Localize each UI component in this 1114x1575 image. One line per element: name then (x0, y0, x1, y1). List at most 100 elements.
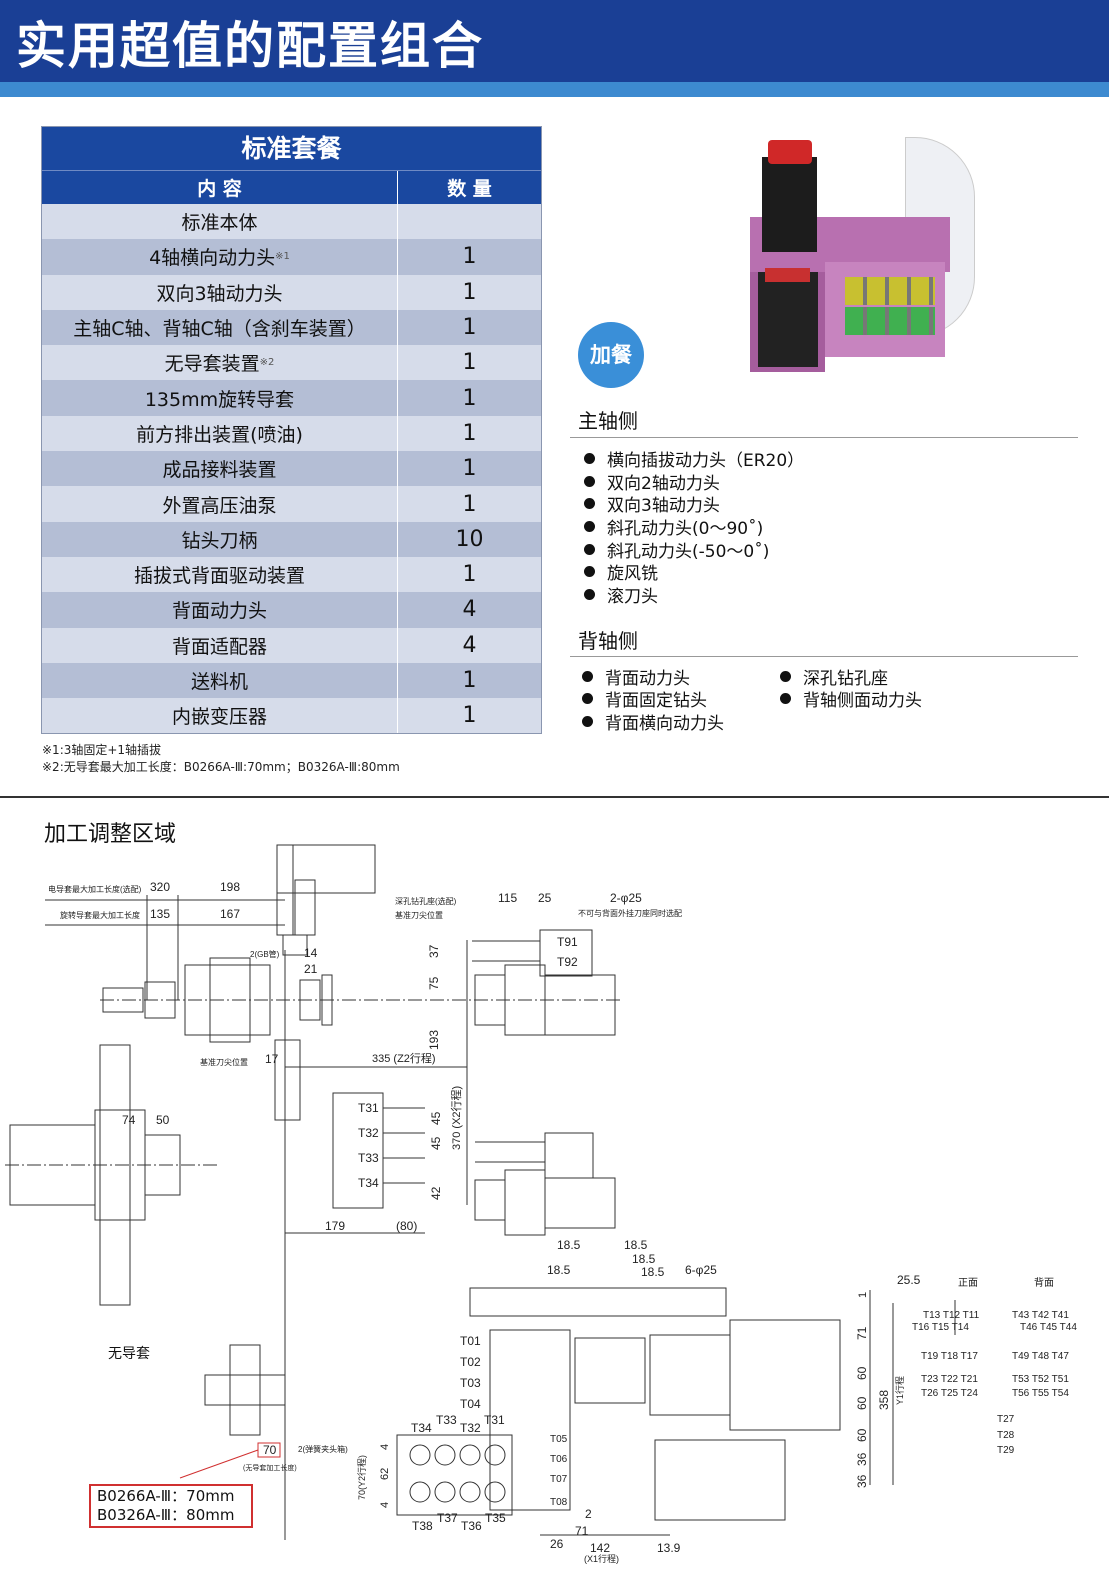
option-text: 斜孔动力头(0～90˚) (607, 518, 764, 539)
table-row: 内嵌变压器 1 (42, 698, 541, 734)
dimension-label: 70 (263, 1443, 277, 1457)
model-length-2: B0326A-Ⅲ：80mm (97, 1506, 235, 1524)
item-qty: 1 (462, 491, 477, 517)
dimension-label: (80) (396, 1219, 417, 1233)
dimension-label: T34 (358, 1176, 379, 1190)
dimension-label: 基准刀尖位置 (200, 1057, 248, 1067)
dimension-label: 基准刀尖位置 (395, 910, 443, 920)
bullet-icon (584, 520, 595, 532)
item-text: 双向3轴动力头 (156, 282, 283, 305)
table-header-row: 内 容 数 量 (42, 171, 541, 204)
item-qty: 1 (462, 703, 477, 729)
item-qty: 1 (462, 315, 477, 341)
dimension-label: 115 (498, 891, 517, 905)
item-qty: 1 (462, 350, 477, 376)
option-item: 斜孔动力头(-50～0˚) (584, 538, 804, 562)
dimension-label: T43 T42 T41 (1012, 1310, 1069, 1321)
item-text: 主轴C轴、背轴C轴（含刹车装置） (73, 318, 366, 341)
dimension-label: 167 (220, 907, 240, 921)
item-note: ※1 (275, 251, 290, 263)
dimension-label: T33 (358, 1151, 379, 1165)
bullet-icon (582, 693, 593, 705)
dimension-label: T53 T52 T51 (1012, 1374, 1069, 1385)
dimension-label: 135 (150, 907, 170, 921)
dimension-label: 75 (427, 976, 441, 990)
item-text: 外置高压油泵 (162, 494, 277, 517)
dimension-label: T32 (358, 1126, 379, 1140)
option-text: 深孔钻孔座 (803, 668, 888, 689)
page-title: 实用超值的配置组合 (16, 17, 484, 75)
dimension-label: 60 (855, 1366, 869, 1380)
dimension-label: 74 (122, 1113, 136, 1127)
item-name: 标准本体 (42, 204, 398, 240)
dimension-label: 背面 (1034, 1276, 1054, 1289)
dimension-label: T27 (997, 1414, 1015, 1425)
option-item: 旋风铣 (584, 560, 804, 585)
dimension-label: T02 (460, 1355, 481, 1369)
bullet-icon (584, 543, 595, 555)
option-text: 双向3轴动力头 (607, 496, 720, 517)
dimension-label: 142 (590, 1541, 610, 1555)
dimension-label: T91 (557, 935, 578, 949)
dimension-label: T19 T18 T17 (921, 1351, 978, 1362)
no-guide-label: 无导套 (108, 1346, 150, 1362)
bullet-icon (582, 715, 593, 727)
item-name: 4轴横向动力头※1 (42, 239, 398, 275)
item-name: 外置高压油泵 (42, 486, 398, 522)
dimension-label: 60 (855, 1428, 869, 1442)
dimension-label: T23 T22 T21 (921, 1374, 978, 1385)
item-qty: 1 (462, 456, 477, 482)
dimension-label: 18.5 (632, 1252, 656, 1266)
option-text: 背面固定钻头 (605, 691, 707, 712)
option-text: 旋风铣 (607, 564, 658, 585)
dimension-label: T35 (485, 1511, 506, 1525)
dimension-label: 36 (855, 1474, 869, 1488)
dimension-label: 不可与背面外挂刀座同时选配 (578, 908, 682, 918)
dimension-label: T36 (461, 1519, 482, 1533)
addon-badge: 加餐 (578, 322, 644, 388)
dimension-label: T49 T48 T47 (1012, 1351, 1069, 1362)
dimension-label: (无导套加工长度) (243, 1463, 297, 1472)
dimension-label: 21 (304, 962, 318, 976)
item-qty: 1 (462, 385, 477, 411)
item-qty: 10 (455, 526, 484, 552)
option-item: 背面动力头 (582, 665, 724, 689)
dimension-label: 25.5 (897, 1273, 921, 1287)
dimension-label: 45 (429, 1111, 443, 1125)
option-item: 双向2轴动力头 (584, 470, 804, 494)
dimension-label: 370 (X2行程) (450, 1086, 463, 1150)
section-divider (0, 796, 1109, 798)
table-title: 标准套餐 (42, 127, 541, 171)
dimension-label: 旋转导套最大加工长度 (60, 910, 140, 920)
dimension-label: 193 (427, 1030, 441, 1050)
dimension-label: 71 (575, 1524, 589, 1538)
option-text: 背轴侧面动力头 (803, 691, 922, 712)
item-name: 成品接料装置 (42, 451, 398, 487)
dimension-label: 358 (877, 1390, 891, 1410)
dimension-label: 37 (427, 944, 441, 958)
dimension-label: 2(弹簧夹头箱) (298, 1444, 348, 1454)
option-item: 背轴侧面动力头 (780, 688, 922, 711)
option-text: 背面动力头 (605, 668, 690, 689)
dimension-label: 62 (379, 1468, 391, 1480)
dimension-label: T31 (484, 1413, 505, 1427)
column-header-qty: 数 量 (447, 178, 492, 200)
dimension-label: 42 (429, 1186, 443, 1200)
dimension-label: T46 T45 T44 (1020, 1322, 1077, 1333)
dimension-label: 179 (325, 1219, 345, 1233)
option-item: 深孔钻孔座 (780, 665, 922, 689)
dimension-label: 4 (379, 1502, 391, 1508)
table-row: 标准本体 (42, 204, 541, 240)
item-qty: 1 (462, 420, 477, 446)
item-text: 前方排出装置(喷油) (136, 423, 303, 446)
dimension-label: 2(GB管) (250, 949, 280, 959)
item-name: 内嵌变压器 (42, 698, 398, 734)
divider (570, 656, 1078, 657)
